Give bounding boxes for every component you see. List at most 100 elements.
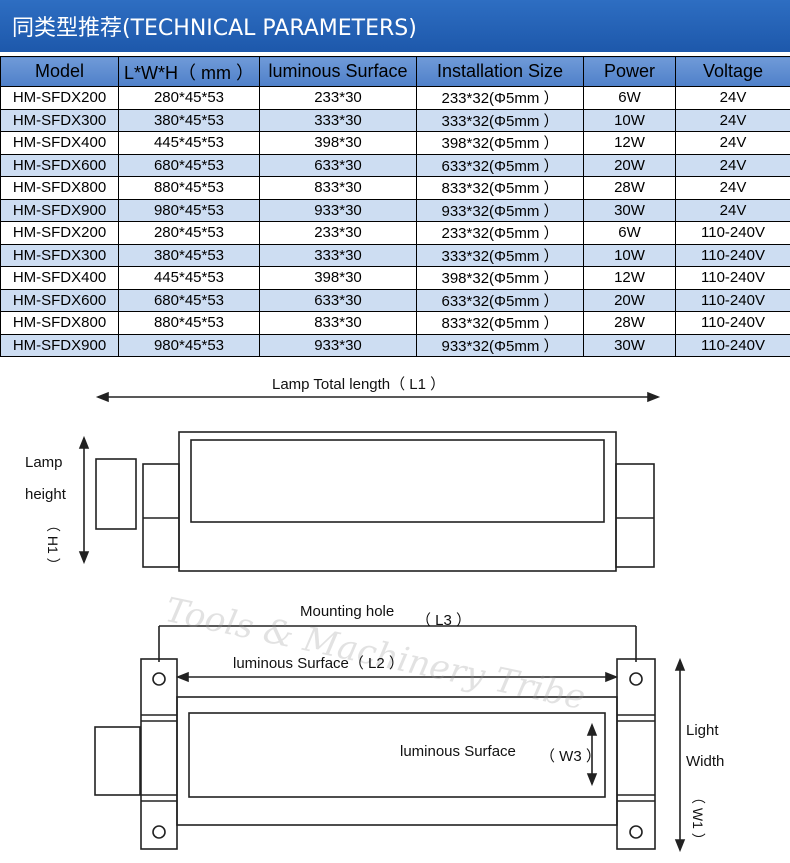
table-cell: 633*32(Φ5mm ）	[416, 153, 584, 177]
table-cell: 24V	[675, 198, 790, 222]
mounting-hole-label: Mounting hole	[300, 603, 395, 620]
luminous-w3-code: （ W3 ）	[540, 748, 601, 765]
table-cell: 10W	[583, 108, 676, 132]
table-cell: 6W	[583, 221, 676, 245]
side-view-left-cap	[142, 463, 180, 568]
table-cell: 30W	[583, 333, 676, 357]
table-cell: 933*30	[259, 333, 417, 357]
table-cell: 24V	[675, 153, 790, 177]
table-cell: 398*32(Φ5mm ）	[416, 131, 584, 155]
table-cell: 933*30	[259, 198, 417, 222]
light-width-label-line2: Width	[686, 753, 725, 770]
column-header: L*W*H（ mm ）	[118, 56, 260, 87]
table-cell: 633*32(Φ5mm ）	[416, 288, 584, 312]
table-cell: HM-SFDX900	[0, 333, 119, 357]
table-cell: 12W	[583, 266, 676, 290]
table-cell: 380*45*53	[118, 108, 260, 132]
column-header: Power	[583, 56, 676, 87]
table-cell: 24V	[675, 176, 790, 200]
table-cell: 680*45*53	[118, 288, 260, 312]
table-cell: 333*32(Φ5mm ）	[416, 108, 584, 132]
table-cell: HM-SFDX200	[0, 86, 119, 110]
table-cell: 445*45*53	[118, 266, 260, 290]
table-cell: HM-SFDX300	[0, 108, 119, 132]
table-cell: HM-SFDX600	[0, 288, 119, 312]
lamp-height-code: （ H1 ）	[45, 518, 61, 572]
side-view-luminous	[190, 439, 605, 523]
table-cell: 20W	[583, 153, 676, 177]
table-cell: 12W	[583, 131, 676, 155]
light-width-label-line1: Light	[686, 722, 719, 739]
table-cell: 233*32(Φ5mm ）	[416, 86, 584, 110]
top-view-left-cap	[140, 658, 178, 850]
table-cell: HM-SFDX300	[0, 243, 119, 267]
table-cell: 380*45*53	[118, 243, 260, 267]
table-cell: 980*45*53	[118, 333, 260, 357]
table-cell: HM-SFDX400	[0, 131, 119, 155]
luminous-l2-label: luminous Surface（ L2 ）	[233, 655, 404, 672]
table-cell: 6W	[583, 86, 676, 110]
table-cell: 10W	[583, 243, 676, 267]
table-cell: 24V	[675, 86, 790, 110]
top-view-right-cap	[616, 658, 656, 850]
table-cell: 28W	[583, 311, 676, 335]
mounting-hole-code: （ L3 ）	[416, 612, 472, 629]
table-cell: 833*30	[259, 176, 417, 200]
column-header: luminous Surface	[259, 56, 417, 87]
dimension-diagram: Tools & Machinery Tribe Lamp Total lengt…	[0, 370, 790, 863]
arrow-head	[647, 391, 661, 403]
mounting-hole-icon	[152, 672, 166, 686]
column-header: Model	[0, 56, 119, 87]
technical-parameters-table: Model L*W*H（ mm ） luminous Surface Insta…	[0, 56, 790, 357]
table-cell: 24V	[675, 108, 790, 132]
table-cell: 233*30	[259, 221, 417, 245]
table-cell: 398*30	[259, 131, 417, 155]
table-cell: HM-SFDX800	[0, 176, 119, 200]
table-cell: 933*32(Φ5mm ）	[416, 333, 584, 357]
table-cell: 398*30	[259, 266, 417, 290]
column-header: Installation Size	[416, 56, 584, 87]
lamp-height-label-line2: height	[25, 486, 66, 503]
table-cell: 110-240V	[675, 333, 790, 357]
table-cell: 833*32(Φ5mm ）	[416, 311, 584, 335]
table-cell: 110-240V	[675, 311, 790, 335]
side-view-right-cap	[615, 463, 655, 568]
table-cell: 110-240V	[675, 221, 790, 245]
lamp-drawing	[78, 391, 686, 853]
table-cell: 20W	[583, 288, 676, 312]
lamp-height-label-line1: Lamp	[25, 454, 63, 471]
total-length-label: Lamp Total length（ L1 ）	[272, 376, 446, 393]
table-cell: 445*45*53	[118, 131, 260, 155]
mounting-hole-icon	[629, 825, 643, 839]
table-cell: 233*30	[259, 86, 417, 110]
arrow-head	[95, 391, 109, 403]
table-cell: 680*45*53	[118, 153, 260, 177]
table-cell: 110-240V	[675, 243, 790, 267]
table-cell: 28W	[583, 176, 676, 200]
table-cell: 110-240V	[675, 266, 790, 290]
table-cell: HM-SFDX600	[0, 153, 119, 177]
table-cell: 933*32(Φ5mm ）	[416, 198, 584, 222]
table-cell: HM-SFDX800	[0, 311, 119, 335]
table-header-row: Model L*W*H（ mm ） luminous Surface Insta…	[0, 56, 790, 87]
mounting-hole-icon	[629, 672, 643, 686]
table-cell: 110-240V	[675, 288, 790, 312]
top-view-luminous	[188, 712, 606, 798]
column-header: Voltage	[675, 56, 790, 87]
top-view-connector	[94, 726, 141, 796]
luminous-w3-label: luminous Surface	[400, 743, 516, 760]
table-cell: HM-SFDX400	[0, 266, 119, 290]
side-view-connector	[95, 458, 137, 530]
table-cell: 880*45*53	[118, 176, 260, 200]
table-cell: 633*30	[259, 153, 417, 177]
table-cell: 398*32(Φ5mm ）	[416, 266, 584, 290]
